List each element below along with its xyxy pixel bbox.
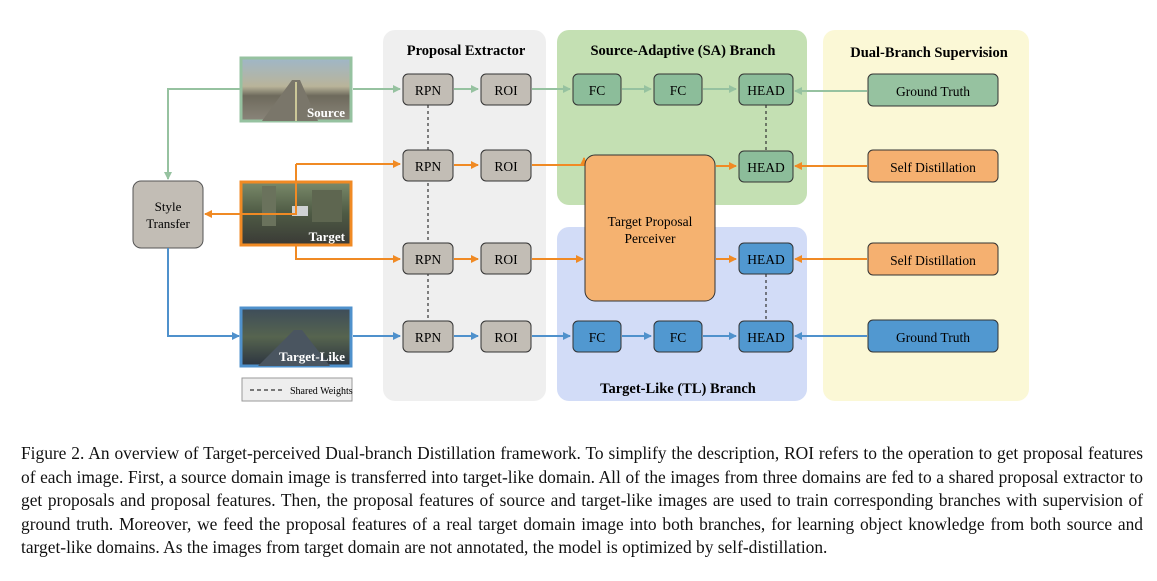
target-image-label: Target bbox=[309, 229, 346, 244]
self-distillation-label: Self Distillation bbox=[890, 253, 976, 268]
sa-fc-block-2: FC bbox=[653, 73, 703, 106]
ground-truth-box-1: Ground Truth bbox=[867, 73, 999, 107]
sa-head-block-1: HEAD bbox=[738, 73, 794, 106]
fc-label: FC bbox=[670, 330, 687, 345]
roi-block-4: ROI bbox=[480, 320, 532, 353]
target-like-image-label: Target-Like bbox=[279, 349, 345, 364]
tl-fc-block-1: FC bbox=[572, 320, 622, 353]
roi-label: ROI bbox=[494, 159, 518, 174]
self-distillation-label: Self Distillation bbox=[890, 160, 976, 175]
roi-label: ROI bbox=[494, 252, 518, 267]
perceiver-label-2: Perceiver bbox=[625, 231, 676, 246]
rpn-block-4: RPN bbox=[402, 320, 454, 353]
style-to-target-like-arrow bbox=[167, 248, 240, 340]
tl-head-block-1: HEAD bbox=[738, 242, 794, 275]
source-to-style-arrow bbox=[164, 88, 241, 180]
roi-label: ROI bbox=[494, 83, 518, 98]
head-label: HEAD bbox=[747, 83, 785, 98]
ground-truth-box-2: Ground Truth bbox=[867, 319, 999, 353]
roi-block-2: ROI bbox=[480, 149, 532, 182]
ground-truth-label: Ground Truth bbox=[896, 330, 970, 345]
figure-caption: Figure 2. An overview of Target-perceive… bbox=[21, 443, 1143, 558]
rpn-label: RPN bbox=[415, 83, 442, 98]
rpn-label: RPN bbox=[415, 159, 442, 174]
supervision-panel bbox=[823, 30, 1029, 401]
source-image-label: Source bbox=[307, 105, 345, 120]
ground-truth-label: Ground Truth bbox=[896, 84, 970, 99]
rpn-label: RPN bbox=[415, 252, 442, 267]
self-distillation-box-2: Self Distillation bbox=[867, 242, 999, 276]
source-image: Source bbox=[239, 56, 353, 123]
roi-block-3: ROI bbox=[480, 242, 532, 275]
style-transfer-label-2: Transfer bbox=[146, 216, 190, 231]
sa-branch-title: Source-Adaptive (SA) Branch bbox=[590, 43, 775, 59]
proposal-extractor-panel bbox=[383, 30, 546, 401]
target-to-rpn3-arrow bbox=[295, 244, 401, 263]
sa-fc-block-1: FC bbox=[572, 73, 622, 106]
head-label: HEAD bbox=[747, 160, 785, 175]
fc-label: FC bbox=[589, 83, 606, 98]
style-transfer-box bbox=[132, 180, 204, 249]
shared-weights-label: Shared Weights bbox=[290, 386, 353, 397]
tl-head-block-2: HEAD bbox=[738, 320, 794, 353]
sa-head-block-2: HEAD bbox=[738, 150, 794, 183]
tl-fc-block-2: FC bbox=[653, 320, 703, 353]
target-proposal-perceiver bbox=[584, 154, 716, 302]
roi-to-perceiver-arrow-1 bbox=[532, 157, 588, 166]
rpn-label: RPN bbox=[415, 330, 442, 345]
shared-weights-legend: Shared Weights bbox=[241, 377, 353, 402]
fc-label: FC bbox=[589, 330, 606, 345]
style-transfer-label-1: Style bbox=[155, 199, 182, 214]
tl-branch-title: Target-Like (TL) Branch bbox=[600, 381, 756, 397]
rpn-block-2: RPN bbox=[402, 149, 454, 182]
framework-diagram: Proposal Extractor Source-Adaptive (SA) … bbox=[132, 30, 1029, 402]
rpn-block-1: RPN bbox=[402, 73, 454, 106]
rpn-block-3: RPN bbox=[402, 242, 454, 275]
fc-label: FC bbox=[670, 83, 687, 98]
style-to-target-arrow bbox=[204, 164, 297, 218]
roi-block-1: ROI bbox=[480, 73, 532, 106]
head-label: HEAD bbox=[747, 330, 785, 345]
perceiver-label-1: Target Proposal bbox=[608, 214, 693, 229]
target-like-image: Target-Like bbox=[239, 306, 353, 368]
supervision-title: Dual-Branch Supervision bbox=[850, 45, 1008, 61]
head-label: HEAD bbox=[747, 252, 785, 267]
self-distillation-box-1: Self Distillation bbox=[867, 149, 999, 183]
roi-label: ROI bbox=[494, 330, 518, 345]
proposal-extractor-title: Proposal Extractor bbox=[407, 43, 526, 59]
